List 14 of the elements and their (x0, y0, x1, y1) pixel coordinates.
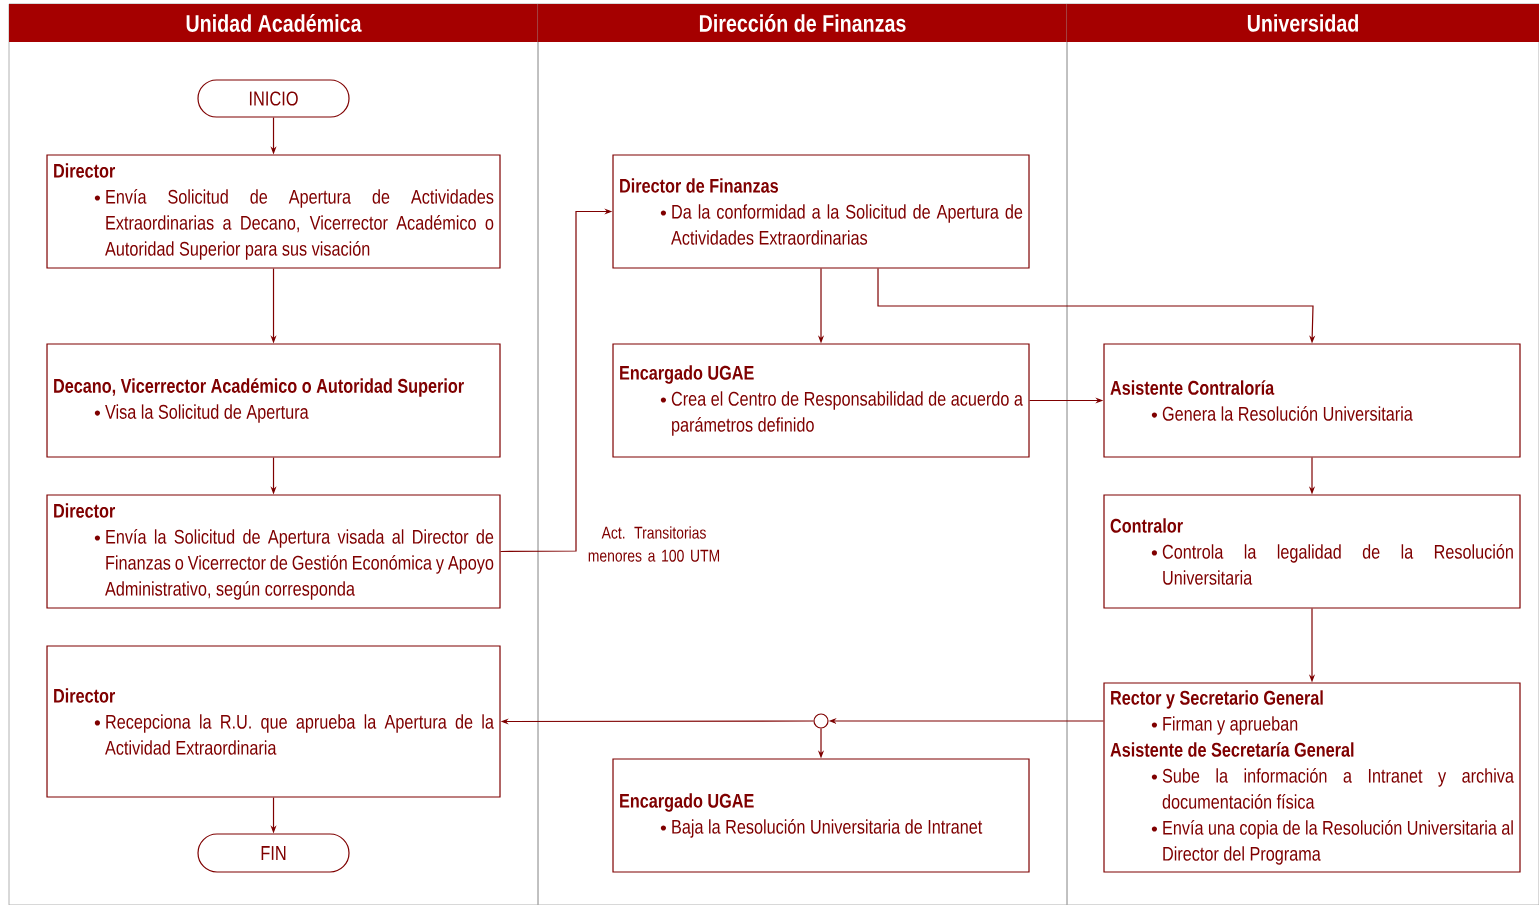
process-box: Contralor Controla la legalidad de la Resolución Universitaria (1103, 494, 1521, 609)
process-box: Asistente Contraloría Genera la Resolución Universitaria (1103, 343, 1521, 458)
terminal-box: INICIO (197, 79, 350, 118)
process-box: Director Envía Solicitud de Apertura de Actividades Extraordinarias a Decano, Vicerrector Académico o Autoridad Superior para sus visación (46, 154, 501, 269)
process-box: Decano, Vicerrector Académico o Autoridad Superior Visa la Solicitud de Apertura (46, 343, 501, 458)
process-box: Encargado UGAE Baja la Resolución Universitaria de Intranet (612, 758, 1030, 873)
process-box: Rector y Secretario General Firman y aprueban Asistente de Secretaría General Sube la información a Intranet y archiva documentación física Envía una copia de la Resolución Universitaria al Director del Programa (1103, 682, 1521, 873)
process-box: Director Envía la Solicitud de Apertura visada al Director de Finanzas o Vicerrector de Gestión Económica y Apoyo Administrativo, según corresponda (46, 494, 501, 609)
process-box: Encargado UGAE Crea el Centro de Responsabilidad de acuerdo a parámetros definido (612, 343, 1030, 458)
process-box: Director de Finanzas Da la conformidad a la Solicitud de Apertura de Actividades Extraordinarias (612, 154, 1030, 269)
junction-circle (813, 713, 829, 729)
terminal-box: FIN (197, 833, 350, 873)
process-box: Director Recepciona la R.U. que aprueba la Apertura de la Actividad Extraordinaria (46, 645, 501, 798)
edge-label: Act. Transitorias menores a 100 UTM (582, 524, 726, 564)
